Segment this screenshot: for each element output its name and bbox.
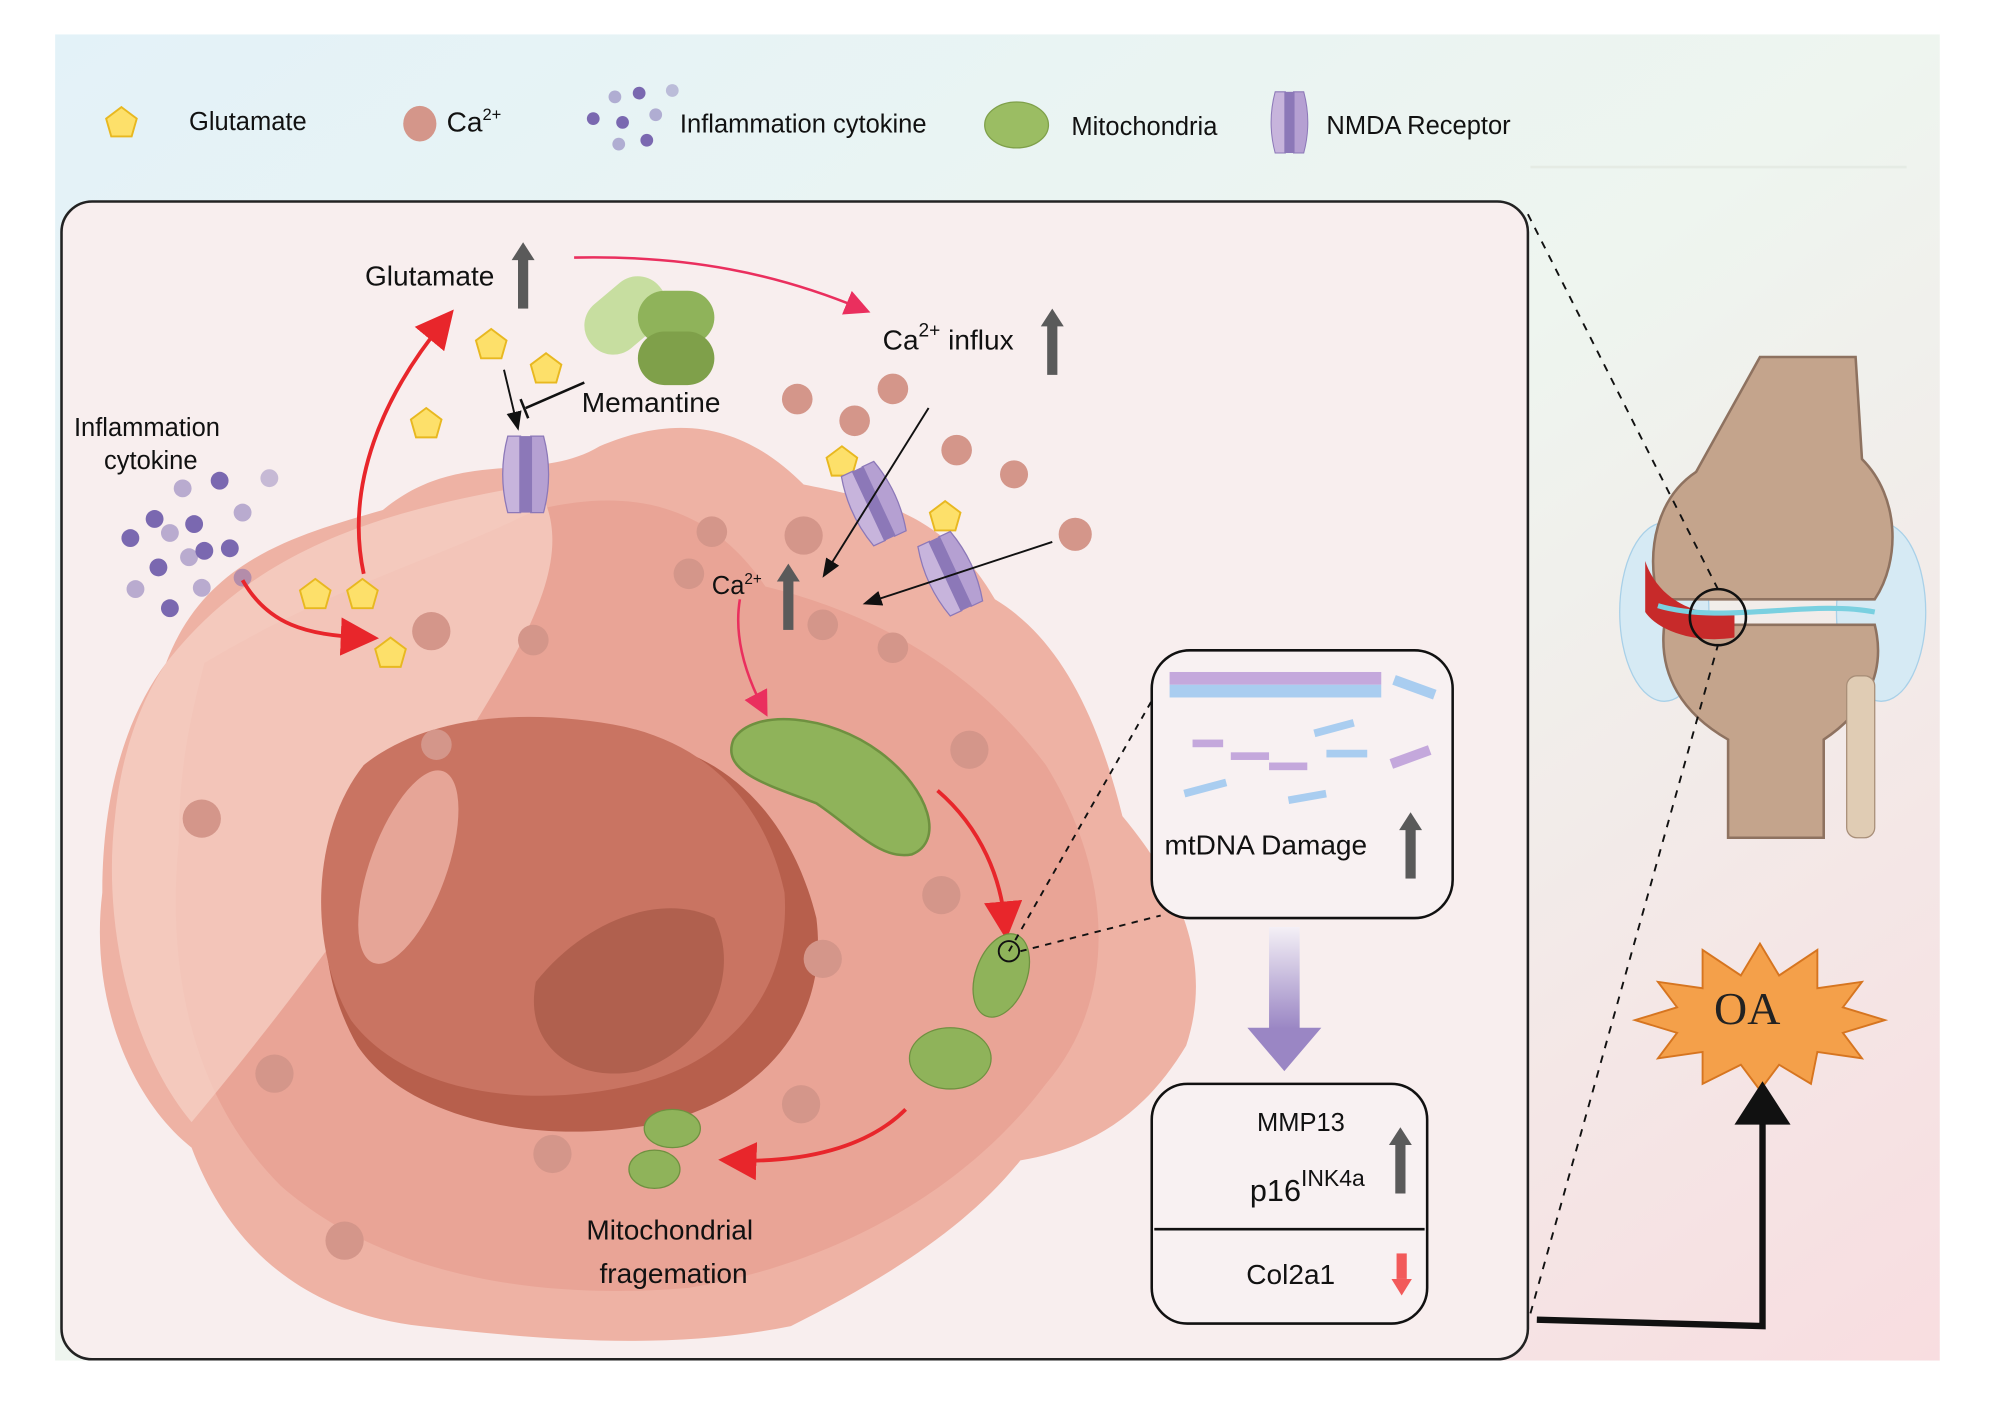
legend-nmda: NMDA Receptor	[1326, 112, 1511, 140]
calcium-icon	[403, 105, 437, 142]
mtdna-label: mtDNA Damage	[1164, 829, 1367, 860]
mmp13-label: MMP13	[1257, 1109, 1345, 1137]
legend-calcium: Ca2+	[447, 105, 502, 137]
mitochondria-icon	[984, 101, 1050, 149]
mtdna-damage-box: mtDNA Damage	[1150, 649, 1454, 920]
ca-influx-label: Ca2+ influx	[883, 321, 1014, 356]
fragmented-mitochondrion	[628, 933, 1031, 1190]
legend-glutamate: Glutamate	[189, 108, 307, 136]
oa-pathway-arrow	[1536, 1122, 1766, 1330]
glutamate-label: Glutamate	[365, 261, 494, 292]
calcium-particles	[182, 373, 1092, 1260]
col2a1-label: Col2a1	[1246, 1259, 1335, 1290]
legend-cytokine: Inflammation cytokine	[680, 111, 927, 139]
fragmentation-label-line2: fragemation	[600, 1258, 748, 1289]
ca-label: Ca2+	[712, 571, 762, 600]
knee-joint	[1619, 355, 1927, 840]
fragmentation-label-line1: Mitochondrial	[586, 1214, 753, 1245]
downward-arrow	[1247, 927, 1322, 1072]
cytokine-cluster	[121, 469, 279, 618]
oa-label: OA	[1714, 983, 1780, 1034]
legend: Glutamate Ca2+ Inflammation cytokine Mit…	[105, 84, 1907, 169]
memantine-label: Memantine	[582, 387, 721, 418]
markers-box: MMP13 p16INK4a Col2a1	[1150, 1082, 1429, 1325]
mitochondrion	[730, 717, 931, 857]
memantine-drug	[584, 276, 715, 386]
p16-label: p16INK4a	[1250, 1165, 1365, 1208]
legend-mitochondria: Mitochondria	[1071, 113, 1218, 141]
cytokine-label-line2: cytokine	[104, 447, 198, 475]
nmda-receptor	[502, 435, 550, 514]
nmda-receptor-icon	[1270, 91, 1309, 154]
oa-starburst: OA	[1631, 941, 1889, 1092]
cytokine-label-line1: Inflammation	[74, 414, 220, 442]
down-arrow-icon	[1391, 1253, 1412, 1296]
cytokine-icon	[586, 84, 679, 151]
